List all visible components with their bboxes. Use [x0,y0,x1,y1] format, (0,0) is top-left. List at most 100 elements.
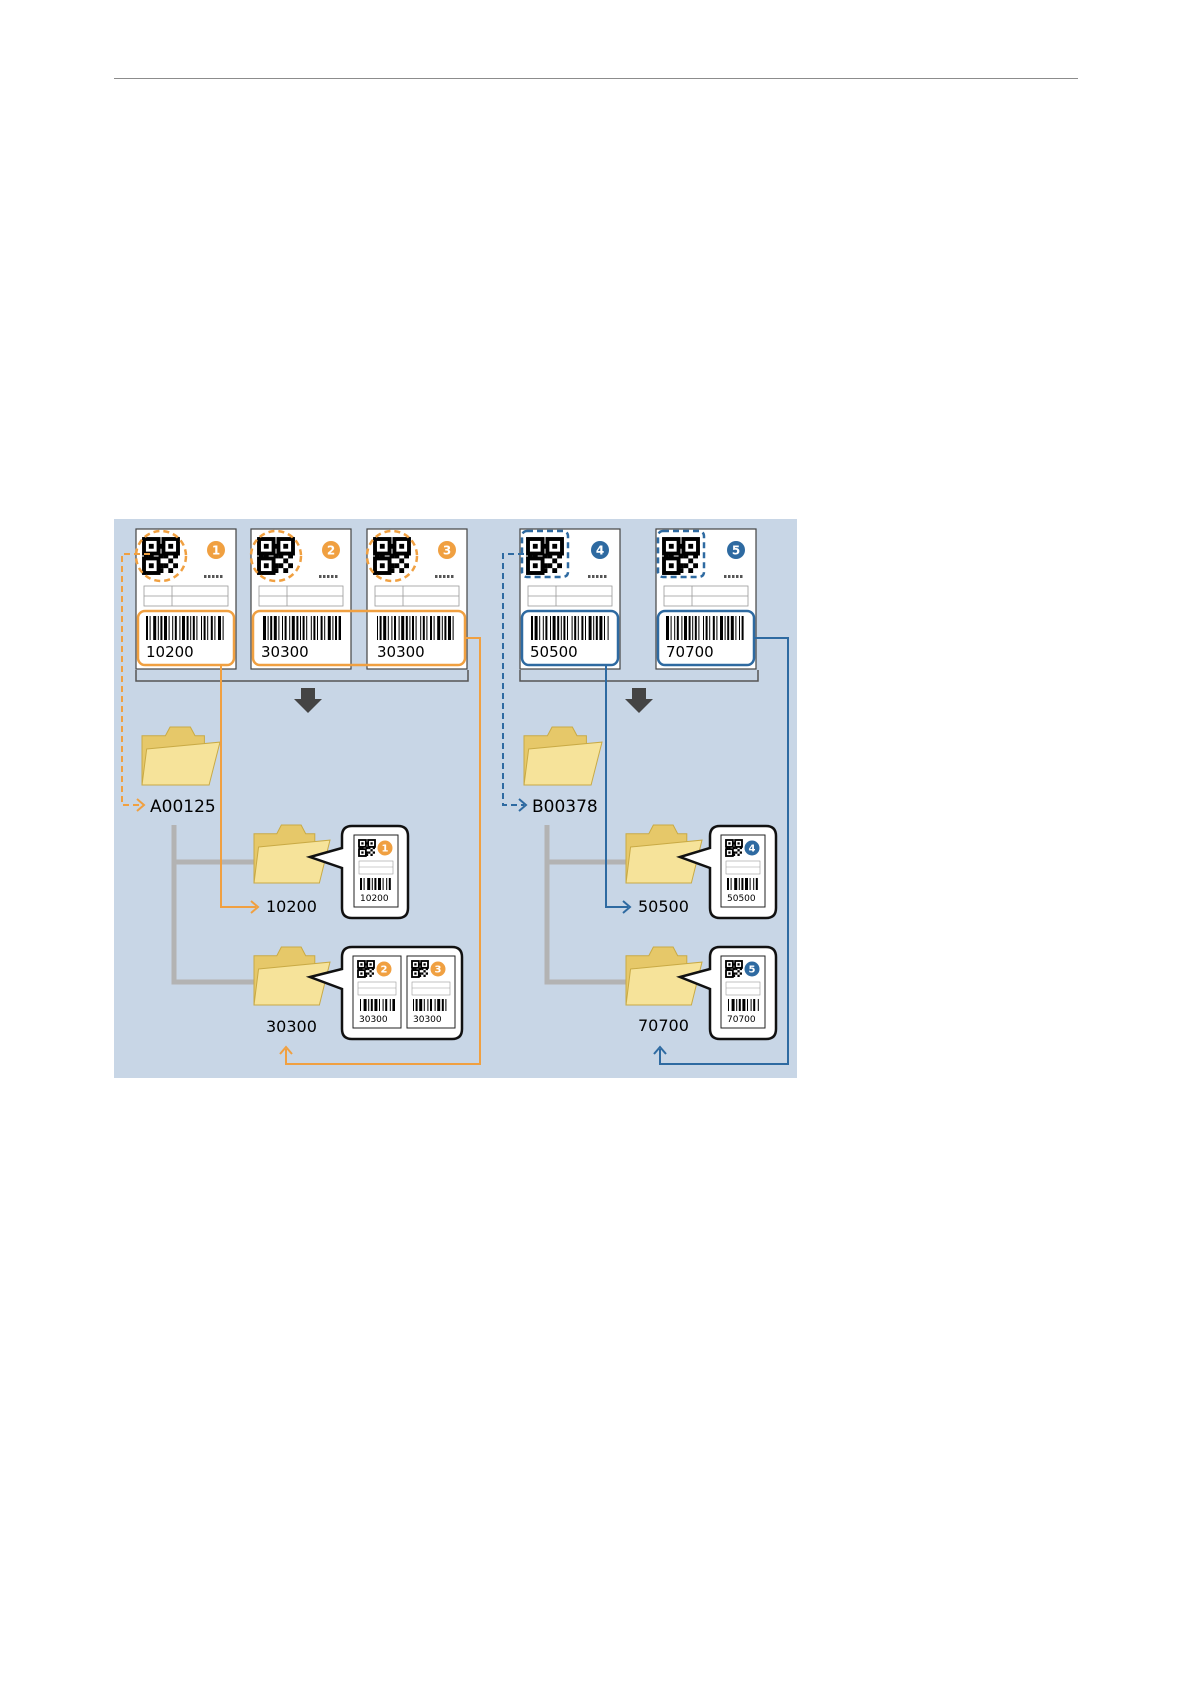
mini-doc-number: 30300 [413,1015,442,1025]
qr-module [740,847,742,849]
barcode-bar [416,999,418,1011]
barcode-bar [317,616,318,640]
barcode-bar [689,616,691,640]
qr-module [390,554,395,559]
barcode-bar [753,999,755,1011]
barcode-bar [578,616,579,640]
barcode-bar [388,616,389,640]
mini-document: 110200 [354,835,398,907]
barcode-bar [427,999,428,1011]
barcode-bar [561,616,562,640]
qr-module [365,972,367,974]
barcode-bar [360,999,361,1011]
sheet-dots [447,575,450,578]
sheet-dots [220,575,223,578]
qr-finder-dot [168,544,173,549]
qr-module [557,563,562,568]
qr-module [733,972,735,974]
qr-module [360,968,362,970]
qr-module [664,554,669,559]
barcode-bar [557,616,559,640]
qr-finder-dot [369,963,371,965]
barcode-bar [445,999,446,1011]
qr-module [278,554,283,559]
qr-module [173,554,178,559]
qr-module [365,968,367,970]
barcode-bar [278,616,279,640]
barcode-bar [204,616,206,640]
barcode-bar [608,616,609,640]
sheet-dots [740,575,743,578]
qr-module [358,968,360,970]
qr-module [733,968,735,970]
barcode-bar [758,999,759,1011]
barcode-bar [753,878,754,890]
barcode-bar [193,616,195,640]
qr-module [159,544,164,549]
barcode-bar [531,616,533,640]
barcode-bar [223,616,224,640]
qr-module [543,554,548,559]
qr-module [528,554,533,559]
qr-finder-dot [370,842,372,844]
barcode-bar [385,999,387,1011]
barcode-bar [164,616,167,640]
sheet-dots [596,575,599,578]
qr-module [159,568,164,573]
barcode-bar [383,878,384,890]
barcode-bar [742,616,744,640]
barcode-bar [677,616,679,640]
barcode-bar [732,999,735,1011]
qr-module [283,568,288,573]
qr-module [370,854,372,856]
barcode-bar [190,616,191,640]
barcode-bar [535,616,538,640]
barcode-bar [383,999,384,1011]
qr-module [419,972,421,974]
qr-module [163,563,168,568]
barcode-bar [399,616,400,640]
qr-module [373,847,375,849]
barcode-bar [263,616,266,640]
sheet-dots [319,575,322,578]
barcode-bar [378,878,381,890]
qr-module [688,558,693,563]
sheet-dots [600,575,603,578]
sheet-dots [443,575,446,578]
qr-finder-dot [264,544,269,549]
qr-module [274,563,279,568]
mini-doc-number: 50500 [727,894,756,904]
barcode-bar [367,878,370,890]
qr-module [372,972,374,974]
barcode-bar [377,616,378,640]
mini-document: 330300 [407,956,455,1028]
number-badge-label: 2 [327,543,335,557]
barcode-bar [756,878,758,890]
barcode-bar [442,616,443,640]
barcode-bar [423,616,425,640]
barcode-bar [692,616,693,640]
barcode-bar [572,616,573,640]
barcode-bar [201,616,202,640]
barcode-bar [739,878,740,890]
barcode-bar [172,616,173,640]
barcode-bar [589,616,592,640]
qr-finder-dot [361,851,363,853]
qr-module [733,847,735,849]
barcode-bar [379,999,380,1011]
barcode-bar [391,616,392,640]
barcode-bar [146,616,148,640]
qr-module [274,554,279,559]
barcode-bar [321,616,323,640]
barcode-bar [268,616,269,640]
number-badge-label: 2 [381,965,388,976]
qr-module [419,963,421,965]
qr-finder-dot [149,544,154,549]
qr-module [426,972,428,974]
barcode-bar [666,616,669,640]
qr-module [693,554,698,559]
header-rule [114,78,1078,79]
barcode-bar [374,878,376,890]
barcode-bar [406,616,408,640]
barcode-bar [681,616,682,640]
